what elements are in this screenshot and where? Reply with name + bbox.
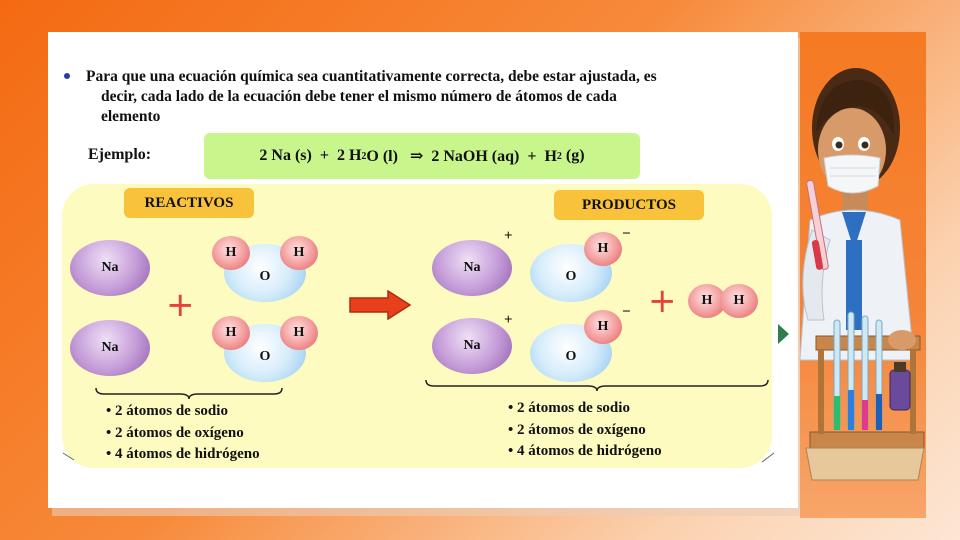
sodium-atom: Na	[70, 320, 150, 376]
hydrogen-atom: H	[688, 284, 726, 318]
sodium-ion: Na	[432, 240, 512, 296]
hydrogen-atom: H	[212, 236, 250, 270]
reactants-atom-count: 2 átomos de sodio 2 átomos de oxígeno 4 …	[106, 401, 260, 466]
play-triangle-icon[interactable]	[778, 324, 789, 344]
list-item: 2 átomos de oxígeno	[508, 420, 662, 442]
plus-sign: +	[166, 285, 195, 325]
products-label: PRODUCTOS	[554, 190, 704, 220]
intro-paragraph: Para que una ecuación química sea cuanti…	[86, 67, 762, 127]
sodium-ion: Na	[432, 318, 512, 374]
right-arrow-icon	[349, 290, 412, 320]
equation-part-1: 2 Na (s) + 2 H	[259, 147, 362, 164]
hydrogen-atom: H	[584, 310, 622, 344]
equation-part-2: O (l) ⇒ 2 NaOH (aq) + H	[366, 148, 557, 165]
negative-charge: −	[622, 226, 631, 242]
reactants-label: REACTIVOS	[124, 188, 254, 218]
positive-charge: +	[504, 228, 513, 244]
plus-sign: +	[648, 281, 677, 321]
hydrogen-atom: H	[212, 316, 250, 350]
equation-part-3: (g)	[561, 147, 585, 164]
hydrogen-atom: H	[584, 232, 622, 266]
list-item: 4 átomos de hidrógeno	[508, 441, 662, 463]
corner-mark	[761, 452, 775, 463]
hydrogen-atom: H	[280, 316, 318, 350]
list-item: 2 átomos de sodio	[106, 401, 260, 423]
reactants-brace	[95, 387, 283, 400]
corner-mark	[62, 452, 75, 461]
example-label: Ejemplo:	[88, 146, 152, 163]
sodium-atom: Na	[70, 240, 150, 296]
negative-charge: −	[622, 304, 631, 320]
bullet-icon	[64, 73, 70, 79]
equation-subscript-1: 2	[361, 150, 367, 162]
hydrogen-atom: H	[280, 236, 318, 270]
list-item: 4 átomos de hidrógeno	[106, 444, 260, 466]
hydrogen-atom: H	[720, 284, 758, 318]
products-atom-count: 2 átomos de sodio 2 átomos de oxígeno 4 …	[508, 398, 662, 463]
intro-line-1: Para que una ecuación química sea cuanti…	[86, 68, 657, 85]
products-brace	[425, 379, 769, 392]
intro-line-2: decir, cada lado de la ecuación debe ten…	[101, 88, 617, 105]
scientist-illustration	[799, 68, 925, 481]
content-card: Para que una ecuación química sea cuanti…	[48, 32, 798, 508]
intro-line-3: elemento	[101, 108, 161, 125]
positive-charge: +	[504, 312, 513, 328]
equation-subscript-2: 2	[556, 150, 562, 162]
list-item: 2 átomos de sodio	[508, 398, 662, 420]
list-item: 2 átomos de oxígeno	[106, 423, 260, 445]
